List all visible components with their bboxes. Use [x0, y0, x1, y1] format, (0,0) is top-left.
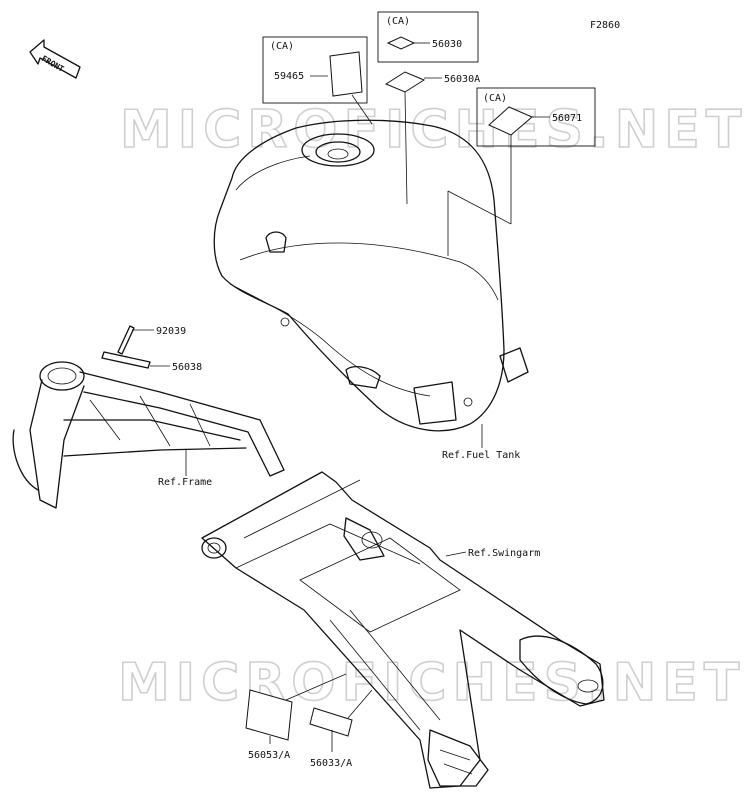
bolt-92039: 92039: [117, 325, 186, 355]
ca-label-2: (CA): [386, 16, 410, 27]
callout-56030: (CA) 56030: [377, 11, 479, 63]
frame: Ref.Frame: [12, 361, 285, 509]
part-number-56033a: 56033/A: [310, 758, 352, 769]
watermark-bottom: MICROFICHES.NET: [118, 653, 744, 713]
part-number-59465: 59465: [274, 71, 304, 82]
ref-swingarm: Ref.Swingarm: [468, 548, 540, 559]
decal-56053a: 56053/A: [245, 673, 347, 761]
callout-56071: (CA) 56071: [447, 87, 596, 256]
callout-56030a: 56030A: [384, 71, 480, 205]
strap-56038: 56038: [101, 351, 202, 373]
part-number-92039: 92039: [156, 326, 186, 337]
part-number-56071: 56071: [552, 113, 582, 124]
part-number-56053a: 56053/A: [248, 750, 290, 761]
fuel-tank: Ref.Fuel Tank: [213, 119, 529, 461]
swingarm: Ref.Swingarm: [201, 471, 605, 789]
part-number-56030a: 56030A: [444, 74, 480, 85]
front-arrow-icon: FRONT: [29, 39, 81, 79]
ca-label-1: (CA): [270, 41, 294, 52]
part-number-56038: 56038: [172, 362, 202, 373]
callout-59465: (CA) 59465: [262, 36, 373, 125]
decal-59465: [329, 51, 363, 97]
decal-56030: [386, 36, 416, 50]
decal-56030a: [384, 71, 426, 93]
ref-fuel-tank: Ref.Fuel Tank: [442, 450, 520, 461]
ca-label-3: (CA): [483, 93, 507, 104]
part-number-56030: 56030: [432, 39, 462, 50]
diagram-code: F2860: [590, 20, 620, 31]
ref-frame: Ref.Frame: [158, 477, 212, 488]
watermark-top: MICROFICHES.NET: [120, 100, 744, 160]
decal-56033a: 56033/A: [309, 689, 373, 769]
